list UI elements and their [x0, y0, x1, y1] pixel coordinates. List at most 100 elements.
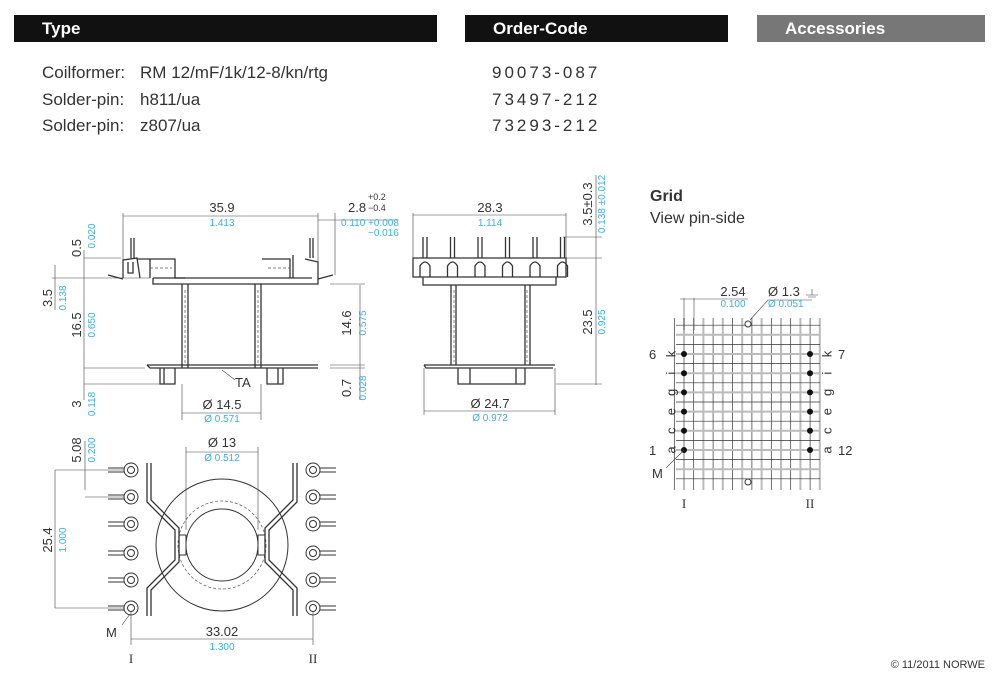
grid-pin-12: 12: [838, 443, 852, 458]
item-value: h811/ua: [140, 90, 201, 109]
grid-pin: [681, 389, 687, 396]
front-height-in: 0.925: [597, 309, 608, 334]
grid-pin: [807, 447, 813, 453]
pin-hole: [127, 604, 135, 612]
pin-hole: [309, 493, 317, 501]
bottom-view-drawing: 5.08 0.200 25.4 1.000 Ø 13 Ø 0.512 M 33.…: [40, 435, 336, 666]
span-mm: 25.4: [40, 527, 55, 552]
pin-pad: [305, 462, 321, 478]
solder-pin: [556, 237, 569, 277]
h3-mm: 3: [69, 400, 84, 407]
h3-in: 0.118: [87, 391, 98, 416]
pin-tol-minus: −0.4: [368, 203, 386, 213]
grid-row-2: II: [806, 496, 815, 511]
grid-hole-mm: Ø 1.3: [768, 284, 800, 299]
pin-length-in-minus: −0.016: [368, 228, 399, 239]
order-code-header: Order-Code: [465, 15, 728, 42]
pin-length-in: 0.110 +0.008: [341, 218, 399, 229]
h146-mm: 14.6: [339, 310, 354, 335]
pin-grid: Grid View pin-side 2.54 0.100 Ø 1.3 Ø 0.…: [649, 188, 852, 511]
front-pin-in: 0.138 ±0.012: [597, 174, 608, 233]
pin-hole: [127, 466, 135, 474]
grid-pin-letter: i: [663, 372, 678, 375]
pitch-mm: 5.08: [69, 437, 84, 462]
h146-in: 0.575: [358, 310, 369, 335]
pin-pad: [123, 572, 139, 588]
item-label: Solder-pin:: [42, 116, 125, 135]
grid-pin: [807, 351, 813, 357]
item-value: RM 12/mF/1k/12-8/kn/rtg: [140, 63, 329, 82]
h05-mm: 0.5: [69, 239, 84, 257]
pin-pad: [123, 462, 139, 478]
item-row: Solder-pin:z807/ua: [42, 116, 201, 136]
grid-hole-open: [744, 478, 752, 486]
grid-pin-7: 7: [838, 347, 845, 362]
bottom-marker: M: [106, 625, 117, 640]
row-label-1: I: [129, 651, 133, 666]
h07-in: 0.028: [358, 375, 369, 400]
side-view-drawing: 35.9 1.413 2.8 +0.2 −0.4 0.110 +0.008 −0…: [40, 192, 399, 425]
pin-hole: [309, 604, 317, 612]
grid-pin-letter: c: [663, 427, 678, 434]
type-header: Type: [14, 15, 437, 42]
item-row: Solder-pin: h811/ua: [42, 90, 200, 110]
pin-hole: [127, 493, 135, 501]
grid-marker: M: [652, 466, 663, 481]
pin-pad: [305, 489, 321, 505]
grid-pin: [807, 427, 813, 434]
item-label: Solder-pin:: [42, 90, 125, 109]
grid-title: Grid: [650, 188, 683, 205]
front-width-mm: 28.3: [477, 200, 502, 215]
copyright: © 11/2011 NORWE: [890, 659, 985, 671]
grid-pin: [681, 351, 687, 357]
ta-label: TA: [235, 375, 251, 390]
grid-pin-letter: i: [819, 372, 834, 375]
grid-pitch-in: 0.100: [720, 299, 745, 310]
grid-pin: [681, 427, 687, 434]
grid-hole-in: Ø 0.051: [768, 299, 804, 310]
pin-hole: [309, 466, 317, 474]
front-dia-mm: Ø 24.7: [470, 396, 509, 411]
grid-pin-letter: e: [663, 408, 678, 415]
h07-mm: 0.7: [339, 379, 354, 397]
solder-pin: [419, 237, 431, 277]
solder-pin: [529, 237, 541, 277]
bottom-dia-in: Ø 0.512: [204, 453, 240, 464]
pin-pad: [305, 516, 321, 532]
solder-pin: [446, 237, 459, 277]
h35-mm: 3.5: [40, 289, 55, 307]
row-distance-in: 1.300: [209, 642, 234, 653]
grid-pin: [681, 408, 687, 415]
row-label-2: II: [309, 651, 318, 666]
pin-hole: [127, 549, 135, 557]
pin-length-mm: 2.8: [348, 200, 366, 215]
grid-pin-letter: g: [663, 389, 678, 396]
front-width-in: 1.114: [478, 218, 503, 229]
grid-pin: [807, 370, 813, 377]
accessories-header: Accessories: [757, 15, 985, 42]
item-row: Coilformer: RM 12/mF/1k/12-8/kn/rtg: [42, 63, 328, 83]
grid-subtitle: View pin-side: [650, 210, 745, 227]
h05-in: 0.020: [87, 223, 98, 248]
pin-pad: [305, 572, 321, 588]
item-label: Coilformer:: [42, 63, 126, 82]
grid-pin: [681, 370, 687, 377]
pin-hole: [309, 520, 317, 528]
solder-pin: [474, 237, 486, 277]
solder-pin: [501, 237, 514, 277]
grid-pin-1: 1: [649, 443, 656, 458]
front-pin-mm: 3.5±0.3: [580, 182, 595, 225]
grid-pin: [807, 389, 813, 396]
side-width-in: 1.413: [209, 218, 234, 229]
grid-pin-letter: k: [819, 350, 834, 357]
grid-pin-letter: k: [663, 350, 678, 357]
side-width-mm: 35.9: [209, 200, 234, 215]
grid-pin-letter: e: [819, 408, 834, 415]
bottom-dia-mm: Ø 13: [208, 435, 236, 450]
front-dia-in: Ø 0.972: [472, 413, 508, 424]
pin-hole: [127, 576, 135, 584]
pitch-in: 0.200: [87, 437, 98, 462]
grid-row-1: I: [682, 496, 686, 511]
pin-pad: [123, 516, 139, 532]
